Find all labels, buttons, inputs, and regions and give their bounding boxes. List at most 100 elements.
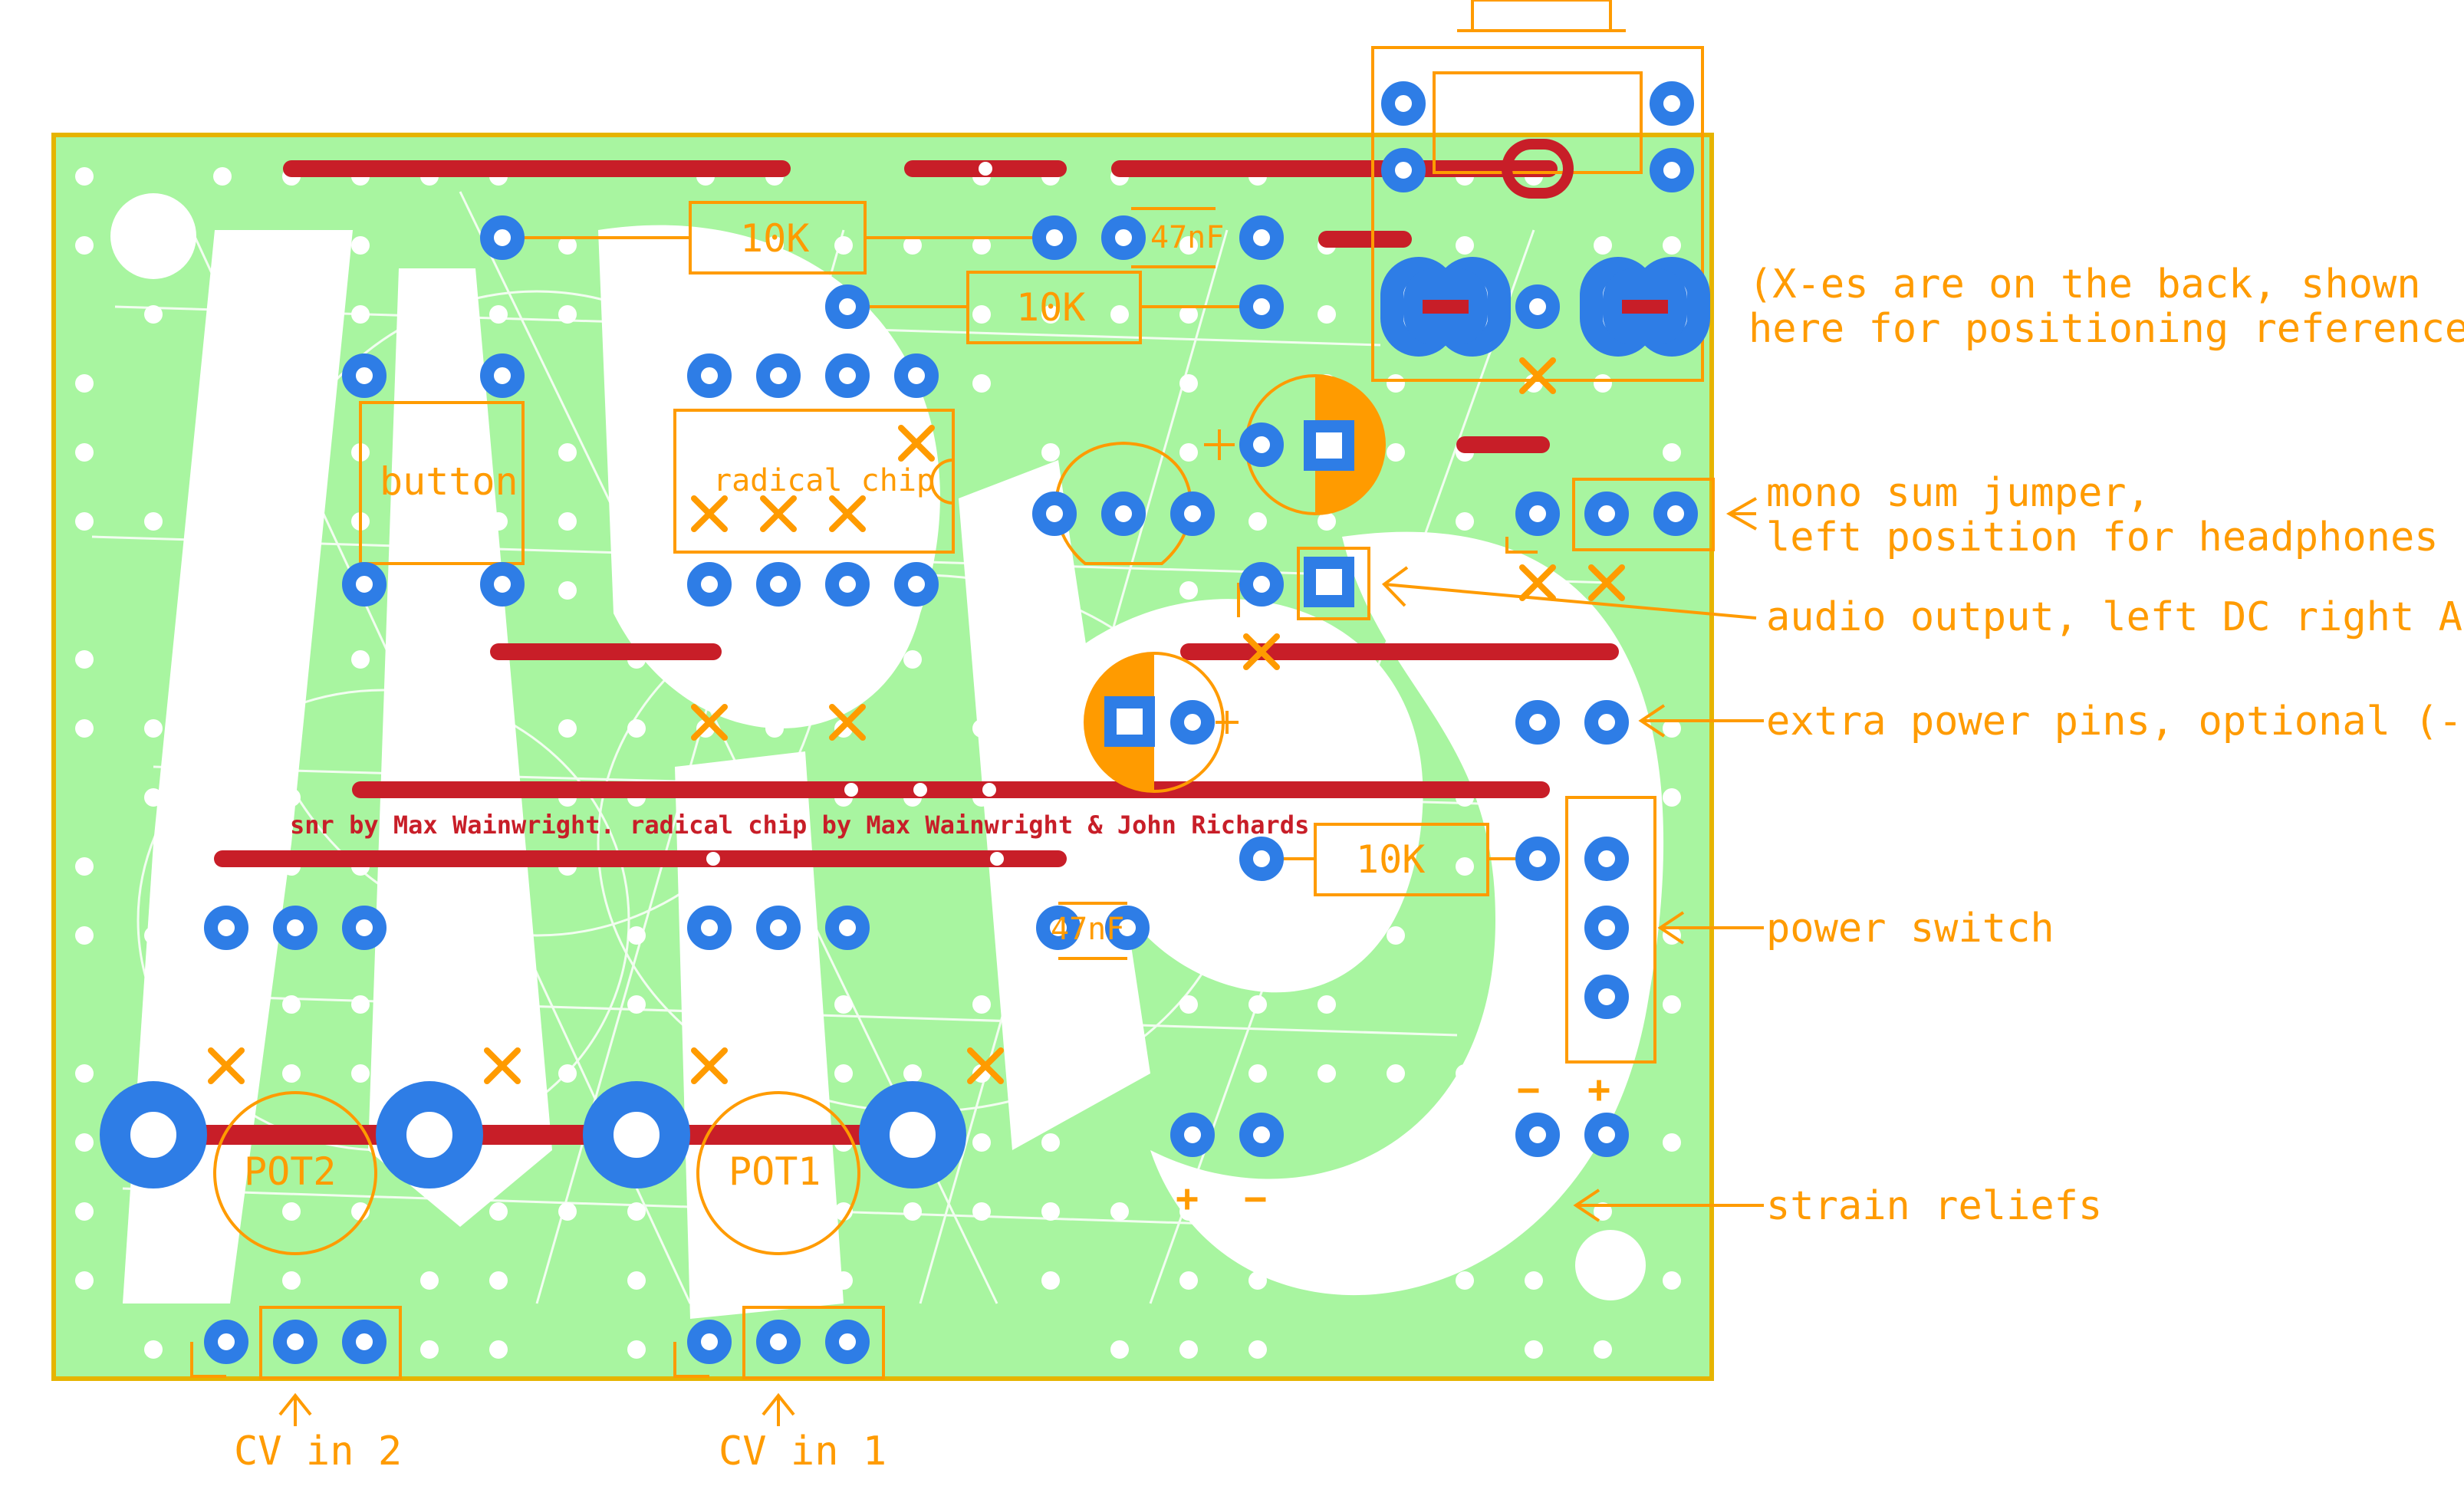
background-hole xyxy=(972,374,991,393)
background-hole xyxy=(1456,1271,1474,1290)
pad xyxy=(480,353,525,398)
background-hole xyxy=(75,926,94,945)
background-hole xyxy=(1179,1340,1198,1359)
background-hole xyxy=(834,995,853,1014)
background-hole xyxy=(144,305,163,324)
pad xyxy=(342,353,387,398)
background-hole xyxy=(558,305,577,324)
background-hole xyxy=(627,1202,646,1221)
background-hole xyxy=(75,650,94,669)
background-hole xyxy=(144,926,163,945)
pad xyxy=(825,562,870,607)
x-mark xyxy=(208,1047,245,1084)
background-hole xyxy=(1387,443,1405,462)
resistor-2-value: 10K xyxy=(1016,285,1085,330)
background-hole xyxy=(144,1340,163,1359)
background-hole xyxy=(558,236,577,255)
background-hole xyxy=(282,650,301,669)
background-hole xyxy=(75,1202,94,1221)
background-hole xyxy=(903,1064,922,1083)
background-hole xyxy=(420,512,439,531)
background-hole xyxy=(558,581,577,600)
background-hole xyxy=(1041,1064,1060,1083)
background-hole xyxy=(1594,1340,1612,1359)
background-hole xyxy=(420,1064,439,1083)
pad xyxy=(894,562,939,607)
background-hole xyxy=(765,719,784,738)
pad xyxy=(1381,148,1426,192)
pad xyxy=(1032,491,1077,536)
pad xyxy=(1584,1113,1629,1157)
pad xyxy=(825,284,870,329)
extra-power-annotation: extra power pins, optional (-/+) xyxy=(1766,699,2464,745)
background-hole xyxy=(627,443,646,462)
background-hole xyxy=(1110,995,1129,1014)
background-hole xyxy=(1594,1271,1612,1290)
background-hole xyxy=(1318,1064,1336,1083)
pot-pads xyxy=(100,1081,966,1188)
background-hole xyxy=(1387,1271,1405,1290)
pad xyxy=(1239,284,1284,329)
polarity-plus-left: + xyxy=(1176,1176,1199,1221)
background-hole xyxy=(1663,236,1681,255)
background-hole xyxy=(1318,926,1336,945)
background-hole xyxy=(558,443,577,462)
pad xyxy=(1515,837,1560,881)
pad xyxy=(342,562,387,607)
background-hole xyxy=(75,1133,94,1152)
background-hole xyxy=(972,581,991,600)
pad xyxy=(1105,906,1150,950)
x-mark xyxy=(691,704,728,741)
background-hole xyxy=(972,719,991,738)
background-hole xyxy=(765,995,784,1014)
background-hole xyxy=(489,305,508,324)
background-hole xyxy=(144,512,163,531)
background-hole xyxy=(213,995,232,1014)
background-hole xyxy=(213,719,232,738)
silkscreen-outlines xyxy=(190,0,1715,1379)
background-hole xyxy=(1041,995,1060,1014)
resistor-1-value: 10K xyxy=(740,216,809,261)
background-hole xyxy=(282,1271,301,1290)
pad xyxy=(1584,700,1629,745)
background-hole xyxy=(1456,1133,1474,1152)
background-hole xyxy=(1387,926,1405,945)
background-hole xyxy=(1041,581,1060,600)
audio-output-annotation: audio output, left DC right AC xyxy=(1766,594,2464,640)
pad xyxy=(756,562,801,607)
cv-in-2-annotation: CV in 2 xyxy=(234,1428,402,1474)
background-hole xyxy=(1041,305,1060,324)
x-mark xyxy=(691,1047,728,1084)
background-hole xyxy=(972,1202,991,1221)
background-hole xyxy=(558,1064,577,1083)
resistor-3-value: 10K xyxy=(1356,837,1425,882)
background-hole xyxy=(765,1064,784,1083)
background-hole xyxy=(1179,236,1198,255)
background-hole xyxy=(213,581,232,600)
polarity-plus-right: + xyxy=(1587,1067,1610,1112)
background-hole xyxy=(1387,1064,1405,1083)
background-hole xyxy=(903,1202,922,1221)
pad xyxy=(1170,1113,1215,1157)
background-hole xyxy=(627,926,646,945)
background-hole xyxy=(144,1271,163,1290)
background-hole xyxy=(282,512,301,531)
pad xyxy=(1515,700,1560,745)
background-hole xyxy=(1248,1064,1267,1083)
background-hole xyxy=(144,995,163,1014)
pad xyxy=(1653,491,1698,536)
background-hole xyxy=(489,1340,508,1359)
background-hole xyxy=(903,650,922,669)
pad xyxy=(1101,491,1146,536)
background-hole xyxy=(489,1202,508,1221)
pad xyxy=(1032,215,1077,260)
background-hole xyxy=(144,788,163,807)
x-mark xyxy=(760,495,797,532)
x-mark xyxy=(1243,633,1280,670)
background-hole xyxy=(420,305,439,324)
background-hole xyxy=(1594,236,1612,255)
pot2-label: POT2 xyxy=(244,1149,336,1194)
background-hole xyxy=(351,305,370,324)
pad xyxy=(687,1320,732,1364)
pad xyxy=(1515,284,1560,329)
